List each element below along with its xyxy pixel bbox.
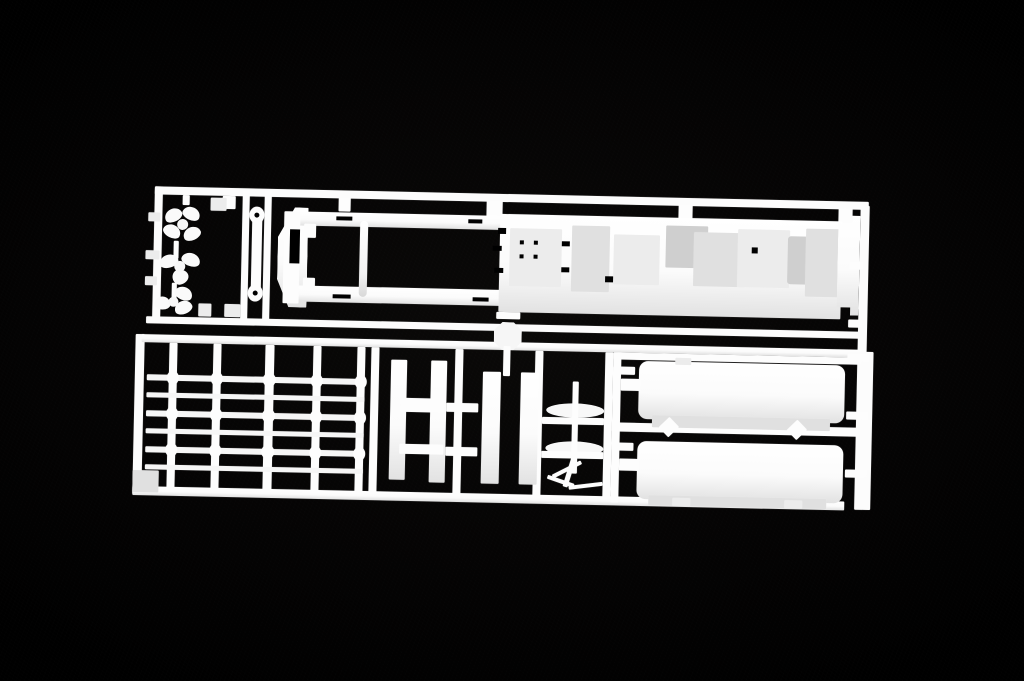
deck-bracket-a xyxy=(303,223,317,238)
small-block-d xyxy=(198,303,212,317)
rod-gate-h xyxy=(261,408,276,424)
runner-tab-top-a xyxy=(182,194,190,206)
sprue-corner-tab-bottom-left xyxy=(132,469,159,493)
deck-mark-7 xyxy=(751,247,758,254)
hull-panel-upper-tab-top xyxy=(675,357,692,366)
deck-bracket-b xyxy=(302,277,316,290)
right-gate-stub-2 xyxy=(846,411,869,420)
strut-eye-hole-bottom xyxy=(252,290,258,296)
deck-mark-3 xyxy=(494,267,504,273)
anchor xyxy=(544,457,607,500)
rod-gate-o xyxy=(353,446,366,461)
deck-notch-1 xyxy=(336,216,353,221)
bridge-wing xyxy=(736,229,791,289)
rod-gate-k xyxy=(165,442,178,457)
hull-panel-lower-tab-bottom-1 xyxy=(672,497,691,507)
rod-gate-a xyxy=(166,370,179,385)
propeller-3-blade-upper xyxy=(157,248,204,287)
hull-panel-lower-tab-bottom-2 xyxy=(784,500,803,509)
small-block-f xyxy=(210,197,227,211)
small-block-a xyxy=(148,212,161,222)
superstructure-slot-4 xyxy=(533,254,538,259)
rod-row-3b xyxy=(144,464,363,474)
rod-gate-b xyxy=(210,371,223,386)
rod-gate-j xyxy=(353,410,367,426)
turret-ring-stem xyxy=(502,345,511,377)
rod-gate-n xyxy=(309,445,322,461)
right-gate-stub-upper xyxy=(849,261,864,270)
deck-mark-2 xyxy=(492,245,502,251)
deck-notch-5 xyxy=(472,297,489,302)
slab-cross-gate-upper-2 xyxy=(446,402,479,413)
rod-gate-g xyxy=(209,407,223,422)
small-block-b xyxy=(145,250,160,260)
deck-mark-1 xyxy=(498,227,507,235)
rod-row-1 xyxy=(146,374,365,385)
rod-gate-e xyxy=(354,374,367,390)
right-gate-stub-3 xyxy=(844,469,867,478)
deck-mark-6 xyxy=(605,276,614,283)
rod-row-2 xyxy=(145,410,365,421)
slab-bay-center-column xyxy=(452,348,464,496)
deck-mark-4 xyxy=(561,241,570,247)
slab-3 xyxy=(480,371,502,484)
deck-notch-2 xyxy=(468,219,483,224)
rod-row-1b xyxy=(146,392,365,402)
hull-panel-upper-tab-left xyxy=(620,378,641,391)
shaft-strut-long xyxy=(244,198,268,308)
gate-top-1 xyxy=(338,197,351,212)
right-gate-stub-1 xyxy=(847,353,870,362)
slab-cross-gate-lower-2 xyxy=(445,446,478,457)
superstructure-slot-2 xyxy=(533,240,538,245)
propeller-4-blade xyxy=(161,203,205,246)
deck-mark-5 xyxy=(561,267,570,273)
hull-panel-lower-tab-left xyxy=(618,458,640,471)
hull-panel-lower xyxy=(636,440,844,504)
superstructure-slot-1 xyxy=(519,240,524,245)
slab-2 xyxy=(428,360,448,483)
rod-gate-f xyxy=(165,406,179,421)
deck-cutout-left xyxy=(289,229,301,264)
rudder-shelf xyxy=(541,416,605,426)
superstructure-block-3 xyxy=(612,234,661,286)
rod-gate-m xyxy=(261,444,275,460)
slab-cross-gate-upper xyxy=(400,397,445,413)
small-block-e xyxy=(224,303,241,318)
slab-1 xyxy=(388,359,408,480)
slab-4 xyxy=(518,372,540,485)
slab-cross-gate-lower xyxy=(399,443,444,455)
deck-notch-4 xyxy=(332,294,351,299)
small-block-c xyxy=(144,276,158,286)
right-gate-stub-upper-2 xyxy=(848,319,863,328)
deck-bulkhead xyxy=(358,220,369,297)
propeller-3-blade-lower xyxy=(152,283,199,321)
rod-gate-c xyxy=(262,372,276,388)
slab-bay-divider-left xyxy=(368,347,380,494)
superstructure-slot-3 xyxy=(519,254,524,259)
hull-panel-upper xyxy=(638,360,846,424)
rod-row-2b xyxy=(145,428,364,438)
superstructure-block-2 xyxy=(570,225,611,293)
rod-row-3 xyxy=(145,446,364,457)
rod-gate-l xyxy=(209,443,222,458)
sprue-frame xyxy=(132,186,887,514)
rod-gate-d xyxy=(310,373,323,389)
turret-ring-cap xyxy=(496,311,521,320)
strut-eye-hole-top xyxy=(254,212,260,218)
strut-body xyxy=(250,212,263,295)
rod-gate-i xyxy=(309,409,323,425)
